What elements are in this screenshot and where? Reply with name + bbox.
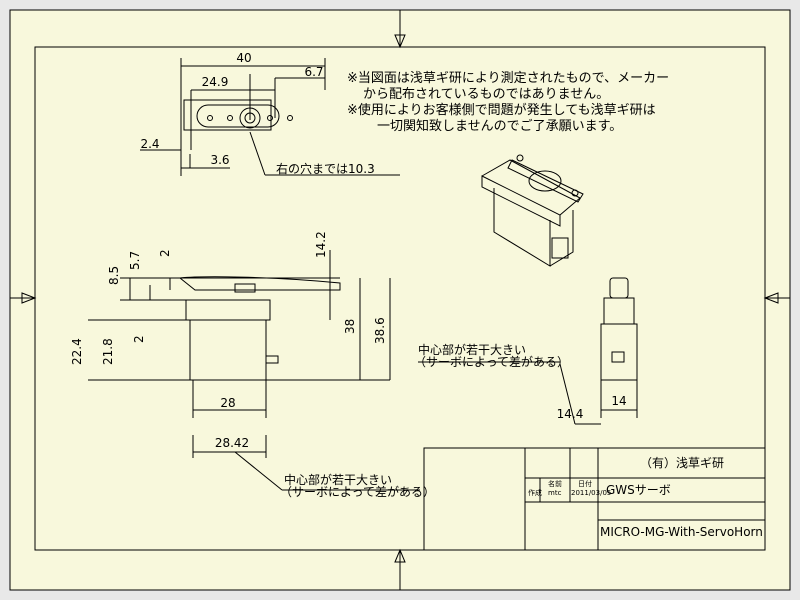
small-label-1: 名前 xyxy=(548,479,562,488)
hole-note: 右の穴までは10.3 xyxy=(276,161,375,176)
dim-38: 38 xyxy=(343,319,357,334)
note-line-1: ※当図面は浅草ギ研により測定されたもので、メーカー xyxy=(347,71,669,86)
side-center-note-2: （サーボによって差がある） xyxy=(414,354,569,369)
front-view xyxy=(88,250,420,491)
front-center-note-2: （サーボによって差がある） xyxy=(280,484,435,499)
dim-14-2: 14.2 xyxy=(314,231,328,258)
isometric-servo xyxy=(481,154,584,267)
dim-6-7: 6.7 xyxy=(304,65,323,79)
dim-22-4: 22.4 xyxy=(70,338,84,365)
dim-14-4: 14.4 xyxy=(557,407,584,421)
note-line-2: から配布されているものではありません。 xyxy=(363,87,609,102)
small-label-4: mtc xyxy=(548,489,562,497)
side-center-note-1: 中心部が若干大きい xyxy=(418,342,526,357)
dim-8-5: 8.5 xyxy=(107,266,121,285)
title-block xyxy=(423,447,766,551)
small-label-3: 作成 xyxy=(528,488,542,497)
dim-21-8: 21.8 xyxy=(101,338,115,365)
dim-2-4: 2.4 xyxy=(140,137,159,151)
company-name: （有）浅草ギ研 xyxy=(640,456,724,470)
dim-3-6: 3.6 xyxy=(210,153,229,167)
dim-5-7: 5.7 xyxy=(128,251,142,270)
dim-2-top: 2 xyxy=(158,249,172,257)
center-marks xyxy=(10,10,790,590)
dim-24-9: 24.9 xyxy=(202,75,229,89)
dim-28: 28 xyxy=(220,396,235,410)
note-line-4: 一切関知致しませんのでご了承願います。 xyxy=(377,118,622,134)
drawing-title: GWSサーボ xyxy=(606,483,671,497)
small-label-2: 日付 xyxy=(578,479,592,488)
dim-28-42: 28.42 xyxy=(215,436,249,450)
top-view xyxy=(140,58,400,176)
dim-2-mid: 2 xyxy=(132,335,146,343)
dim-38-6: 38.6 xyxy=(373,317,387,344)
note-line-3: ※使用によりお客様側で問題が発生しても浅草ギ研は xyxy=(347,102,656,118)
front-center-note-1: 中心部が若干大きい xyxy=(284,472,392,487)
dim-14: 14 xyxy=(611,394,626,408)
small-label-5: 2011/03/05 xyxy=(571,489,611,497)
part-name: MICRO-MG-With-ServoHorn xyxy=(600,525,763,539)
side-view xyxy=(418,277,638,425)
dim-40: 40 xyxy=(236,51,251,65)
